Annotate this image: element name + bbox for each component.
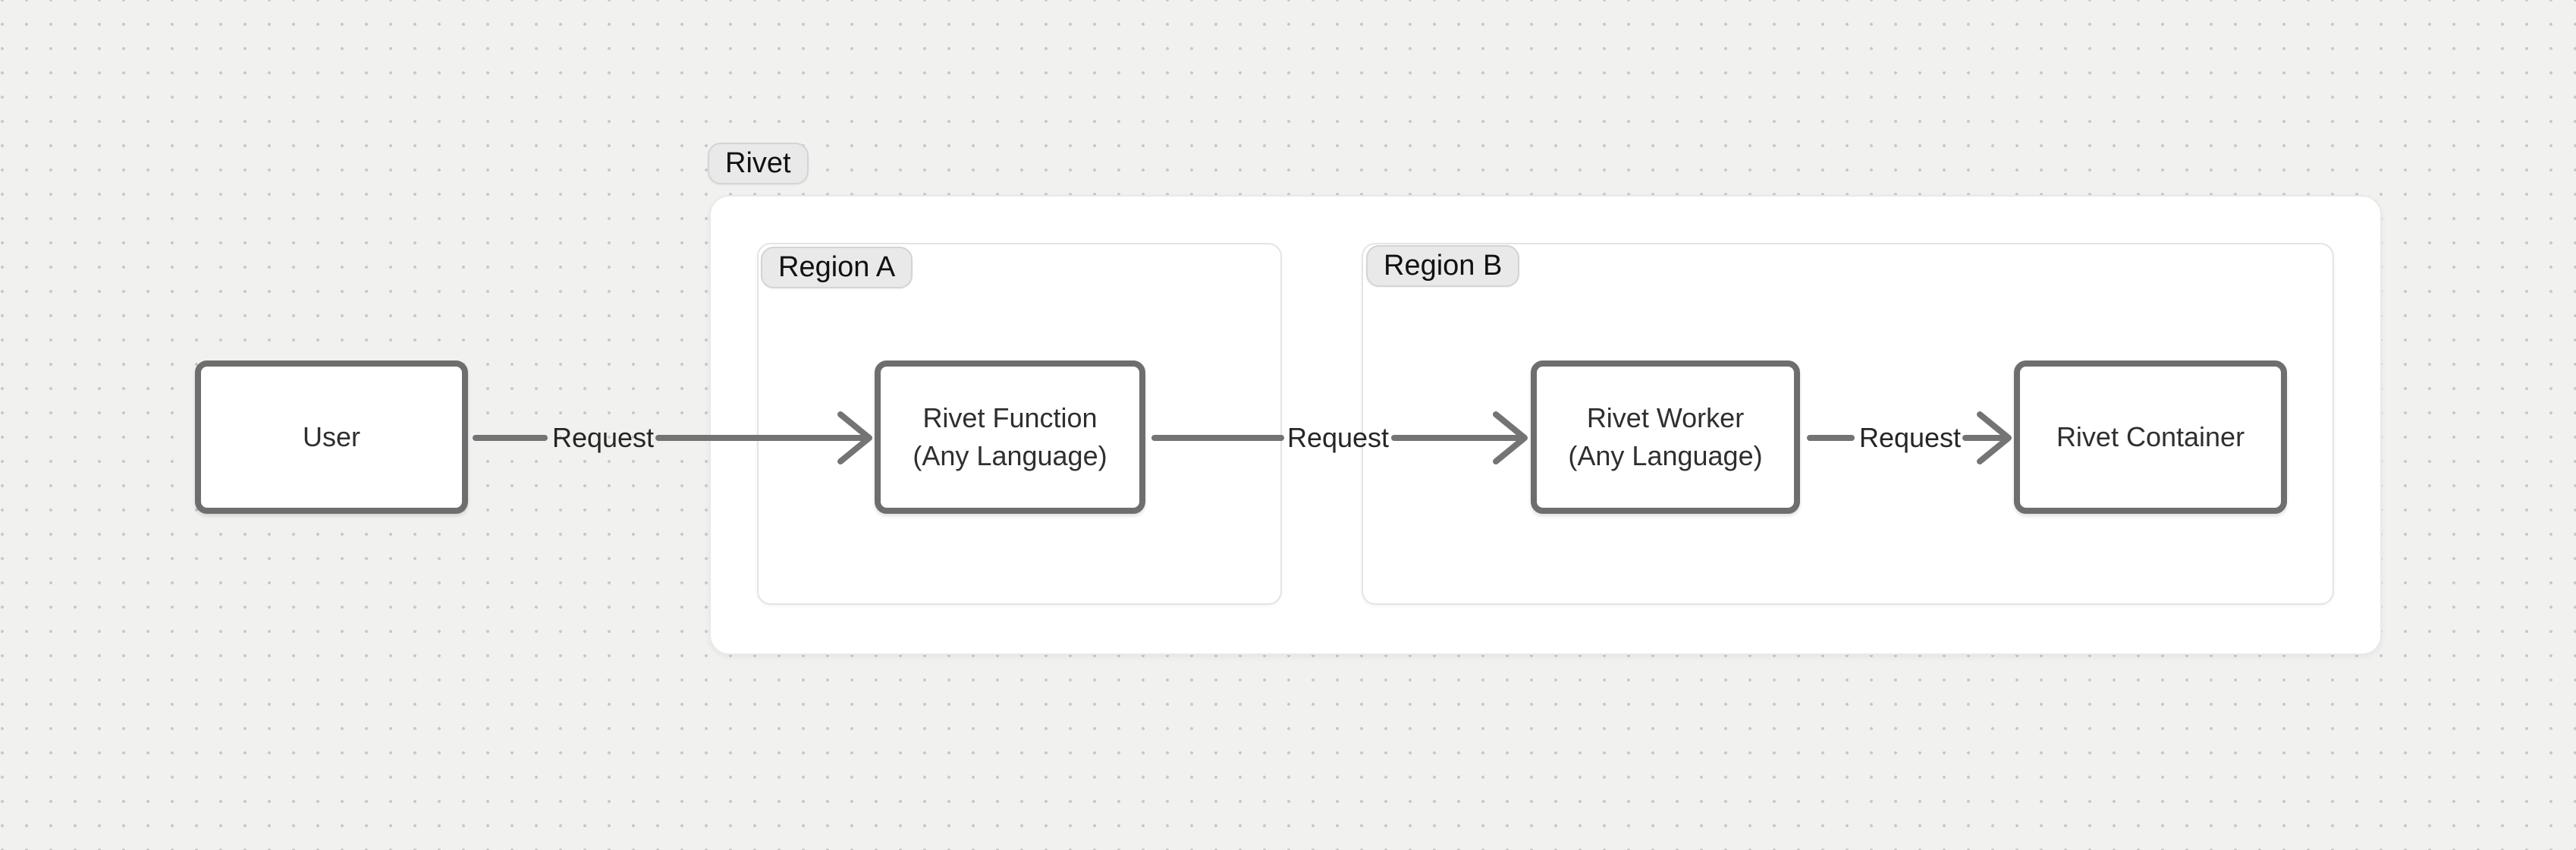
group-region-b-label: Region B [1384,250,1503,282]
edge-label-request-1: Request [551,422,655,453]
edge-label-request-2: Request [1286,422,1390,453]
group-rivet-label: Rivet [725,147,791,179]
node-rivet-function-label-line2: (Any Language) [913,440,1107,471]
edge-label-request-3: Request [1858,422,1962,453]
group-region-a-badge: Region A [761,247,913,288]
node-rivet-container: Rivet Container [2014,360,2287,514]
node-user-label: User [302,421,360,452]
node-rivet-function-label-line1: Rivet Function [922,402,1098,433]
node-rivet-function: Rivet Function (Any Language) [875,360,1145,514]
node-rivet-container-label: Rivet Container [2056,421,2245,452]
group-rivet-badge: Rivet [708,143,809,184]
group-region-a-label: Region A [778,251,896,283]
node-rivet-worker-label-line1: Rivet Worker [1586,402,1745,433]
node-rivet-worker-label-line2: (Any Language) [1568,440,1763,471]
node-user: User [195,360,468,514]
group-region-b-badge: Region B [1366,245,1520,287]
node-rivet-worker: Rivet Worker (Any Language) [1531,360,1800,514]
